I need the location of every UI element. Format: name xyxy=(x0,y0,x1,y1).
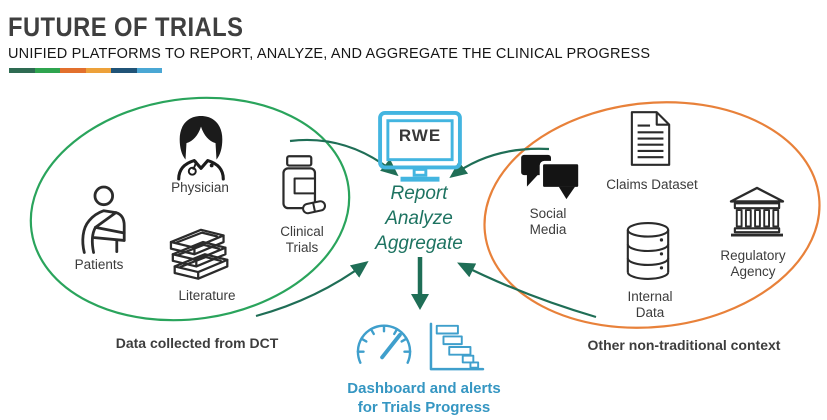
caption-right-group: Other non-traditional context xyxy=(587,337,781,353)
label-literature: Literature xyxy=(178,288,236,303)
label-regulatory-agency: Regulatory Agency xyxy=(720,248,786,280)
bank-building-icon xyxy=(727,186,787,238)
step-aggregate: Aggregate xyxy=(375,233,463,254)
monitor-rwe-icon xyxy=(377,110,463,184)
pill-bottle-icon xyxy=(277,153,327,217)
accent-segment xyxy=(136,68,162,73)
arrow-right-top xyxy=(449,147,550,178)
arrow-right-bottom xyxy=(457,262,597,319)
patient-arm-sling-icon xyxy=(75,185,127,255)
physician-icon xyxy=(170,113,232,181)
arrow-down-head xyxy=(411,294,429,310)
caption-left-group: Data collected from DCT xyxy=(115,335,279,351)
label-patients: Patients xyxy=(74,257,124,272)
label-physician: Physician xyxy=(171,180,229,195)
dashboard-caption-line1: Dashboard and alerts xyxy=(347,380,501,397)
step-analyze: Analyze xyxy=(385,208,453,229)
page-title: FUTURE OF TRIALS xyxy=(8,12,244,42)
accent-segment xyxy=(85,68,111,73)
label-clinical-trials: Clinical Trials xyxy=(280,224,324,256)
gantt-chart-icon xyxy=(426,321,486,373)
label-social-media: Social Media xyxy=(529,206,567,238)
label-claims-dataset: Claims Dataset xyxy=(606,177,698,192)
monitor-label: RWE xyxy=(398,126,442,145)
chat-bubbles-icon xyxy=(519,152,583,204)
dashboard-caption-line2: for Trials Progress xyxy=(357,399,491,416)
accent-segment xyxy=(111,68,137,73)
left-group-ellipse xyxy=(29,96,351,322)
accent-segment xyxy=(9,68,35,73)
document-icon xyxy=(629,110,673,168)
page-subtitle: UNIFIED PLATFORMS TO REPORT, ANALYZE, AN… xyxy=(8,46,651,62)
right-group-ellipse xyxy=(483,101,821,329)
gauge-icon xyxy=(351,321,417,375)
accent-segment xyxy=(34,68,60,73)
books-stack-icon xyxy=(163,227,239,289)
label-internal-data: Internal Data xyxy=(627,289,673,321)
center-steps: Report Analyze Aggregate xyxy=(339,181,499,256)
step-report: Report xyxy=(390,183,448,204)
arrow-left-bottom xyxy=(255,261,369,318)
database-icon xyxy=(623,221,673,281)
dashboard-caption: Dashboard and alerts for Trials Progress xyxy=(324,379,524,417)
accent-bar xyxy=(9,68,162,73)
accent-segment xyxy=(60,68,86,73)
